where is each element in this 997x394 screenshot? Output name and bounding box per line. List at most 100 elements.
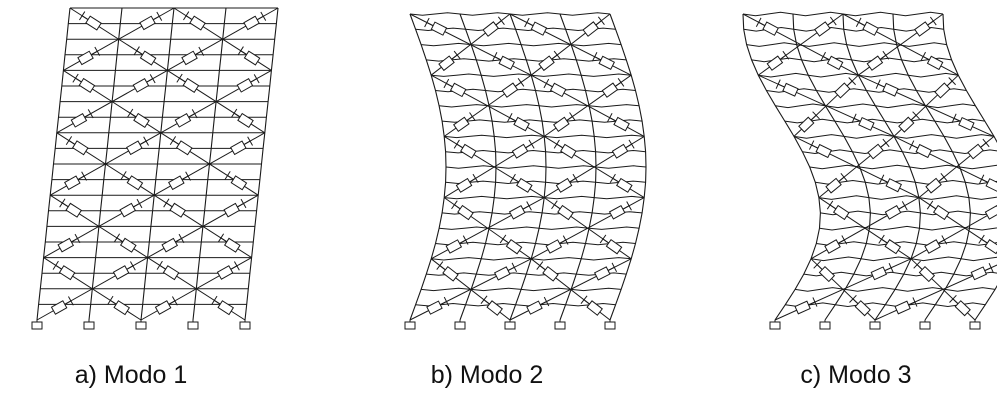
damper-cylinder (818, 265, 836, 283)
damper-plate (912, 297, 918, 307)
damper (536, 261, 559, 282)
damper-plate (929, 16, 937, 26)
damper-cylinder (593, 266, 611, 281)
beam (818, 195, 997, 200)
damper (501, 77, 525, 98)
damper-rod (110, 299, 117, 305)
damper-plate (949, 294, 957, 303)
damper-rod (811, 144, 819, 149)
damper-plate (233, 261, 240, 271)
damper-cylinder (216, 265, 234, 280)
damper (851, 113, 875, 131)
damper (978, 174, 997, 193)
column (609, 13, 647, 321)
damper-plate (569, 112, 576, 121)
damper-rod (495, 20, 502, 26)
damper (161, 233, 185, 253)
damper-rod (522, 205, 530, 210)
damper-rod (884, 267, 892, 272)
damper (443, 78, 467, 98)
damper-rod (614, 81, 622, 87)
damper-plate (941, 235, 948, 245)
damper-cylinder (505, 239, 523, 255)
damper-rod (837, 239, 845, 244)
damper-rod (220, 237, 228, 243)
beam (445, 180, 646, 185)
damper-plate (453, 50, 461, 60)
damper-rod (194, 50, 202, 56)
beam (803, 271, 997, 277)
damper-cylinder (223, 202, 241, 218)
damper (820, 51, 844, 71)
damper-rod (136, 50, 143, 55)
beam (746, 42, 947, 47)
damper-rod (237, 203, 244, 208)
damper (875, 79, 899, 97)
damper-rod (129, 112, 137, 118)
caption-mode-1: a) Modo 1 (74, 361, 188, 389)
damper-plate (782, 50, 790, 60)
damper-rod (583, 299, 590, 305)
damper-rod (908, 301, 916, 306)
damper-rod (539, 265, 546, 271)
damper-plate (443, 296, 450, 307)
damper-cylinder (538, 55, 555, 72)
damper (553, 112, 576, 133)
damper (511, 139, 535, 159)
damper (57, 233, 81, 253)
damper-rod (126, 265, 134, 270)
damper (794, 297, 818, 315)
damper (113, 233, 137, 253)
damper-cylinder (70, 112, 88, 128)
damper-plate (224, 171, 231, 181)
damper (168, 171, 191, 191)
damper-rod (172, 140, 180, 145)
diagonal-brace (910, 209, 997, 260)
damper-plate (176, 73, 183, 83)
damper-rod (168, 300, 176, 305)
beam (421, 42, 622, 47)
fixed-support (404, 321, 416, 330)
damper (59, 198, 83, 218)
damper-cylinder (445, 239, 463, 254)
damper-cylinder (794, 300, 811, 315)
damper-plate (260, 11, 267, 21)
damper (72, 73, 96, 94)
damper (112, 261, 136, 280)
damper-rod (75, 77, 82, 83)
damper-plate (591, 52, 598, 62)
damper-plate (211, 295, 218, 305)
damper-rod (81, 15, 89, 20)
damper-rod (898, 205, 906, 210)
damper (139, 11, 163, 31)
damper-rod (540, 301, 547, 306)
damper-cylinder (230, 140, 247, 156)
beam (816, 241, 997, 246)
damper (77, 46, 101, 66)
damper-cylinder (113, 300, 131, 316)
damper (755, 17, 779, 36)
damper-cylinder (582, 21, 600, 37)
damper-cylinder (426, 300, 443, 315)
damper (451, 200, 474, 221)
damper (70, 109, 94, 128)
damper-cylinder (545, 239, 563, 254)
damper-rod (116, 237, 124, 243)
damper-plate (499, 234, 507, 244)
damper (925, 172, 948, 194)
damper-plate (913, 260, 921, 269)
damper (894, 297, 918, 315)
damper (608, 201, 632, 220)
beam (784, 118, 985, 124)
frame-mode-1 (31, 7, 279, 330)
damper-cylinder (133, 112, 150, 129)
damper (609, 173, 633, 193)
damper-rod (525, 143, 532, 149)
damper-cylinder (236, 77, 254, 93)
damper-cylinder (126, 175, 144, 191)
damper (508, 201, 532, 220)
damper-cylinder (457, 204, 474, 221)
damper-rod (502, 238, 510, 244)
damper (453, 139, 477, 159)
damper-plate (183, 11, 190, 21)
